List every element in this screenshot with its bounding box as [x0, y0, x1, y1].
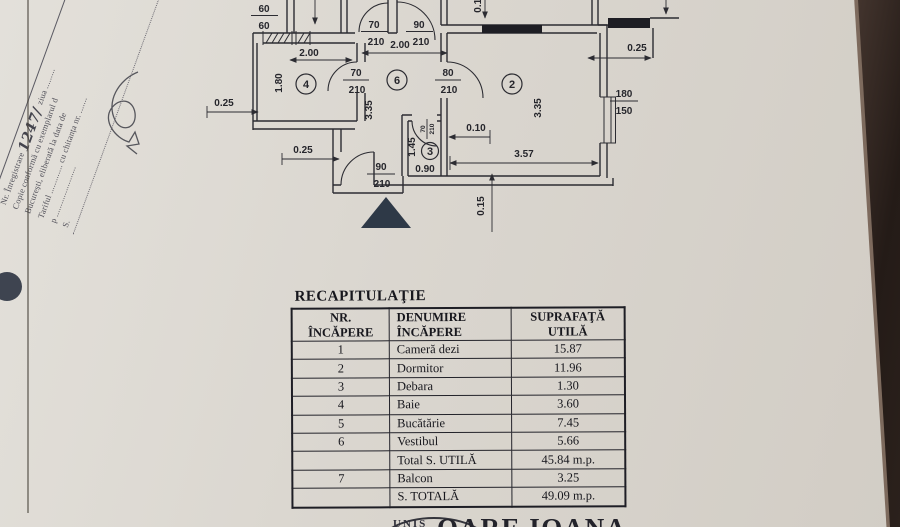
- door-size-label: 70: [420, 125, 427, 133]
- window-hatch-symbols: [262, 31, 616, 144]
- dim-label: 3.35: [364, 100, 375, 120]
- window-size-label: 60: [258, 21, 270, 32]
- dim-label: 0.25: [214, 98, 234, 109]
- door-size-label: 210: [368, 37, 385, 48]
- dim-label: 0.15: [473, 0, 484, 13]
- punch-hole: [0, 272, 22, 301]
- dimension-labels: 60 60 70 210 90 210 2.00 2.00 0.25 0.25 …: [214, 0, 647, 216]
- room-number-vestibul: 6: [394, 75, 400, 87]
- table-title: RECAPITULAŢIE: [294, 288, 427, 305]
- dim-label: 1.45: [407, 137, 418, 157]
- dim-label: 0.25: [293, 145, 313, 156]
- plan-walls: [252, 0, 679, 194]
- footer-name-text: OARE IOANA: [437, 513, 627, 527]
- north-arrow-icon: [361, 197, 411, 228]
- window-size-label: 180: [616, 89, 633, 100]
- door-size-label: 80: [442, 68, 454, 79]
- dim-label: 0.90: [415, 164, 435, 175]
- dim-label: 2.00: [299, 48, 319, 59]
- room-number-debara: 3: [427, 146, 433, 158]
- dim-label: 0.25: [627, 43, 647, 54]
- dim-label: 0.10: [466, 123, 486, 134]
- door-size-label: 90: [375, 162, 387, 173]
- dim-label: 1.80: [274, 73, 285, 93]
- dim-label: 2.00: [390, 40, 410, 51]
- door-size-label: 210: [441, 85, 458, 96]
- door-size-label: 90: [413, 20, 425, 31]
- exterior-wall-segment: [482, 25, 542, 33]
- oval-stamp-text: UNIŞ: [393, 518, 428, 527]
- handwritten-signature: [107, 71, 140, 155]
- door-size-label: 210: [349, 85, 366, 96]
- room-number-bubbles: 4 6 2 3: [295, 69, 523, 161]
- dim-label: 3.57: [514, 149, 534, 160]
- door-size-label: 210: [374, 179, 391, 190]
- door-size-label: 70: [350, 68, 362, 79]
- room-number-dormitor: 2: [509, 79, 515, 91]
- window-size-label: 150: [616, 106, 633, 117]
- dim-label: 3.35: [533, 98, 544, 118]
- dimension-lines: [206, 0, 669, 232]
- balcony-wall-segment: [608, 18, 650, 28]
- door-size-label: 210: [429, 123, 436, 134]
- door-size-label: 210: [413, 37, 430, 48]
- paper-fold-line: [27, 0, 29, 513]
- room-number-baie: 4: [303, 79, 310, 91]
- dim-label: 0.15: [476, 196, 487, 216]
- door-size-label: 70: [368, 20, 380, 31]
- window-size-label: 60: [258, 4, 270, 15]
